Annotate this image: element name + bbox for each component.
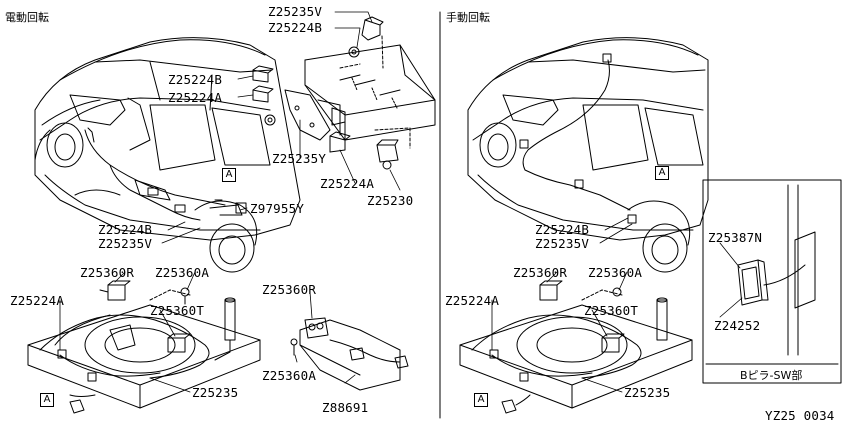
section-title-right: 手動回転 (446, 11, 490, 24)
label-z25360t-right: Z25360T (584, 303, 639, 318)
label-z25360r-left: Z25360R (80, 265, 135, 280)
label-z97955y: Z97955Y (250, 201, 305, 216)
label-z25360a-left: Z25360A (155, 265, 210, 280)
label-z25360r-plate: Z25360R (262, 282, 317, 297)
inset-bpillar (702, 179, 842, 384)
label-z25224b-top: Z25224B (268, 20, 323, 35)
label-z25235-right: Z25235 (624, 385, 671, 400)
tray-left (27, 280, 261, 414)
plate-left (290, 317, 409, 391)
ref-marker-a-car-right: A (655, 166, 669, 180)
vehicle-left (34, 37, 301, 273)
label-z25235v-car-right: Z25235V (535, 236, 590, 251)
label-z25224b-mid: Z25224B (168, 72, 223, 87)
tray-right (459, 280, 693, 414)
section-title-left: 電動回転 (5, 11, 49, 24)
label-z25235-left: Z25235 (192, 385, 239, 400)
label-z25387n: Z25387N (708, 230, 763, 245)
label-z25235v-top: Z25235V (268, 4, 323, 19)
label-z25360a-plate: Z25360A (262, 368, 317, 383)
label-z25235v-car-left: Z25235V (98, 236, 153, 251)
label-z25224a-low: Z25224A (320, 176, 375, 191)
label-z25224b-car-left: Z25224B (98, 222, 153, 237)
label-z25230: Z25230 (367, 193, 414, 208)
vehicle-right (467, 37, 709, 273)
label-z25224a-tray-right: Z25224A (445, 293, 500, 308)
seat-bracket (252, 16, 436, 170)
figure-code: YZ25 0034 (765, 408, 835, 423)
label-z25360t-left: Z25360T (150, 303, 205, 318)
label-z25235y: Z25235Y (272, 151, 327, 166)
label-z25224a-mid: Z25224A (168, 90, 223, 105)
label-z25224a-tray-left: Z25224A (10, 293, 65, 308)
ref-marker-a-tray-right: A (474, 393, 488, 407)
label-z25360r-right: Z25360R (513, 265, 568, 280)
label-z88691: Z88691 (322, 400, 369, 415)
label-z25224b-car-right: Z25224B (535, 222, 590, 237)
ref-marker-a-car-left: A (222, 168, 236, 182)
label-z24252: Z24252 (714, 318, 761, 333)
ref-marker-a-tray-left: A (40, 393, 54, 407)
label-z25360a-right: Z25360A (588, 265, 643, 280)
inset-caption: Bピラ-SW部 (740, 369, 803, 382)
leader-lines (59, 11, 743, 393)
